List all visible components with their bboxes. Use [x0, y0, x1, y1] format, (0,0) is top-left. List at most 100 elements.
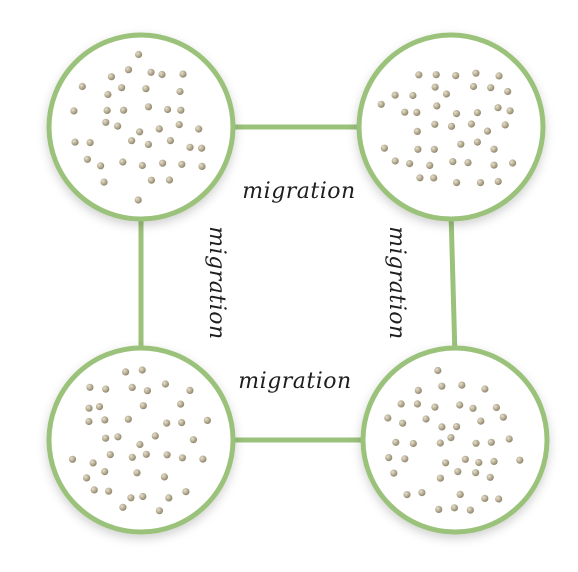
individual-particle [501, 121, 509, 129]
individual-particle [494, 104, 502, 112]
individual-particle [401, 455, 409, 463]
individual-particle [430, 145, 438, 153]
individual-particle [114, 122, 122, 130]
individual-particle [155, 507, 163, 515]
individual-particle [506, 107, 514, 115]
individual-particle [415, 71, 423, 79]
individual-particle [176, 87, 184, 96]
individual-particle [433, 102, 441, 110]
individual-particle [119, 503, 127, 511]
individual-particle [505, 435, 513, 443]
individual-particle [436, 439, 444, 447]
individual-particle [434, 366, 442, 375]
individual-particle [431, 83, 439, 91]
individual-particle [426, 161, 434, 169]
individual-particle [430, 174, 438, 182]
individual-particle [198, 144, 206, 152]
individual-particle [414, 386, 422, 394]
individual-particle [189, 436, 197, 444]
individual-particle [477, 417, 485, 425]
individual-particle [449, 158, 457, 166]
individual-particle [142, 450, 150, 458]
individual-particle [102, 434, 110, 442]
individual-particle [142, 85, 150, 93]
individual-particle [453, 179, 461, 187]
individual-particle [391, 91, 399, 99]
individual-particle [490, 457, 498, 465]
individual-particle [119, 158, 127, 166]
island-bottom-right [360, 345, 550, 535]
individual-particle [128, 383, 136, 391]
individual-particle [492, 403, 500, 412]
individual-particle [466, 506, 474, 514]
migration-links [138, 124, 458, 443]
individual-particle [486, 473, 494, 481]
individual-particle [432, 71, 440, 79]
individual-particle [128, 137, 136, 145]
individual-particle [490, 145, 498, 153]
individual-particle [464, 159, 472, 167]
individual-particle [495, 495, 503, 503]
individual-particle [392, 438, 400, 446]
individual-particle [461, 455, 469, 463]
individual-particle [124, 415, 132, 423]
individual-particle [447, 122, 456, 130]
individual-particle [133, 469, 141, 477]
individual-particle [136, 440, 144, 449]
individual-particle [472, 69, 480, 77]
individual-particle [68, 455, 77, 463]
individual-particle [100, 178, 108, 186]
individual-particle [166, 137, 174, 145]
individual-particle [453, 423, 461, 431]
individual-particle [494, 177, 502, 186]
individual-particle [114, 433, 122, 441]
individual-particle [456, 401, 464, 409]
individual-particle [147, 176, 155, 184]
individual-particle [122, 368, 130, 376]
individual-particle [435, 505, 443, 513]
individual-particle [481, 494, 489, 502]
individual-particle [120, 106, 128, 114]
individual-particle [490, 161, 498, 169]
individual-particle [70, 107, 78, 115]
individual-particle [97, 162, 105, 170]
individual-particle [413, 108, 421, 116]
island-ring [46, 32, 236, 222]
individual-particle [467, 120, 475, 128]
individual-particle [151, 432, 159, 440]
individual-particle [476, 179, 485, 187]
individual-particle [90, 486, 98, 494]
individual-particle [436, 474, 444, 482]
individual-particle [447, 434, 455, 442]
individual-particle [195, 125, 203, 133]
individual-particle [409, 91, 417, 100]
island-top-right [356, 32, 546, 222]
individual-particle [186, 143, 194, 151]
individual-particle [163, 419, 171, 427]
individual-particle [198, 162, 206, 170]
individual-particle [450, 504, 458, 512]
migration-label-left: migration [204, 226, 229, 339]
individual-particle [452, 72, 460, 80]
individual-particle [487, 84, 495, 92]
individual-particle [136, 128, 144, 136]
individual-particle [135, 50, 143, 59]
individual-particle [178, 419, 186, 427]
individual-particle [458, 381, 466, 389]
individual-particle [101, 416, 109, 424]
individual-particle [85, 404, 93, 412]
individual-particle [516, 456, 524, 464]
individual-particle [89, 459, 97, 467]
individual-particle [452, 110, 461, 118]
individual-particle [139, 492, 147, 501]
individual-particle [454, 468, 462, 476]
individual-particle [186, 386, 194, 394]
individual-particle [442, 459, 450, 467]
individual-particle [85, 417, 93, 426]
individual-particle [199, 455, 207, 463]
individual-particle [472, 469, 480, 477]
individual-particle [144, 140, 152, 148]
individual-particle [175, 121, 183, 129]
individual-particle [391, 157, 399, 165]
individual-particle [127, 494, 135, 502]
